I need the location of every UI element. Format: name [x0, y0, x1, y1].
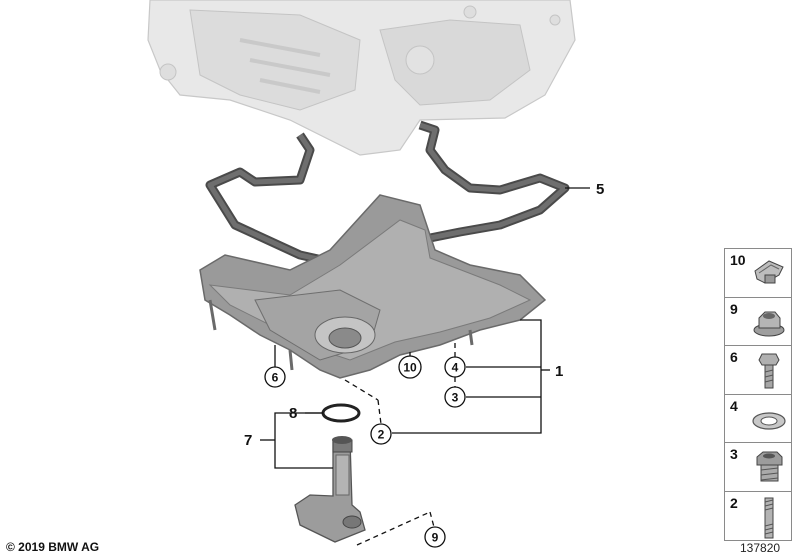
callout-5: 5 [596, 181, 604, 198]
callout-2: 2 [378, 428, 385, 442]
stud-bolt-icon [764, 497, 774, 538]
legend-item[interactable]: 2 [725, 492, 791, 541]
copyright-text: © 2019 BMW AG [6, 540, 100, 554]
hex-bolt-icon [758, 353, 780, 389]
clip-nut-icon [754, 260, 784, 284]
diagram-id: 137820 [740, 541, 781, 555]
leader-lines [260, 187, 590, 546]
callout-8: 8 [289, 405, 297, 422]
legend-item[interactable]: 6 [725, 346, 791, 395]
callout-1: 1 [555, 363, 563, 380]
sealing-washer-icon [752, 411, 786, 430]
callout-3: 3 [452, 391, 459, 405]
legend-number: 2 [730, 494, 738, 511]
oil-pan [199, 194, 547, 379]
callout-7: 7 [244, 432, 252, 449]
callout-4: 4 [452, 361, 459, 375]
oil-level-sensor [294, 436, 366, 543]
callout-9: 9 [432, 531, 439, 545]
callout-labels: 5 1 8 7 4 3 2 6 10 9 [244, 181, 604, 548]
o-ring [321, 403, 361, 423]
legend-item[interactable]: 3 [725, 443, 791, 492]
callout-10: 10 [403, 361, 417, 375]
legend-number: 6 [730, 349, 738, 365]
legend-number: 10 [730, 252, 746, 268]
drain-plug-icon [756, 451, 783, 482]
parts-legend: 10 9 6 4 3 [724, 248, 792, 541]
legend-number: 9 [730, 300, 738, 317]
engine-block [147, 0, 576, 156]
legend-item[interactable]: 9 [725, 298, 791, 346]
legend-number: 4 [730, 397, 738, 414]
flange-nut-icon [753, 311, 785, 336]
legend-item[interactable]: 4 [725, 395, 791, 443]
legend-item[interactable]: 10 [725, 249, 791, 298]
callout-6: 6 [272, 371, 279, 385]
legend-number: 3 [730, 446, 738, 462]
oil-pan-gasket [205, 120, 570, 270]
